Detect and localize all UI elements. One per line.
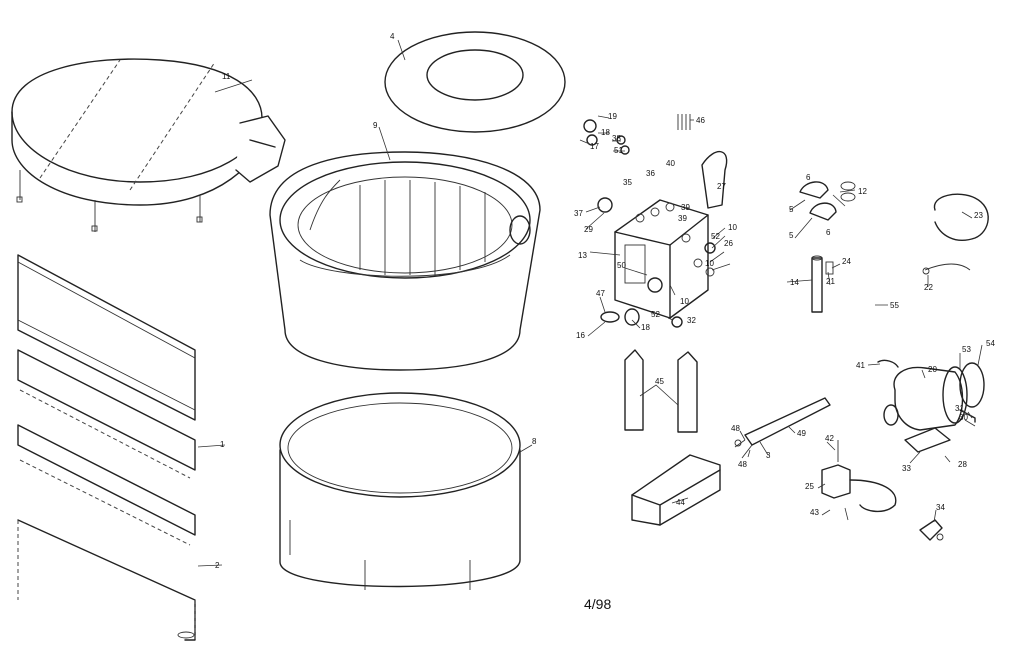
callout-22: 22 [924,283,933,292]
callout-34: 34 [936,503,945,512]
callout-4: 4 [390,32,395,41]
callout-41: 41 [856,361,865,370]
callout-38: 38 [612,134,621,143]
callout-53: 53 [962,345,971,354]
spa-cover [11,58,286,232]
callout-42: 42 [825,434,834,443]
spa-shell [269,151,541,371]
callout-32: 32 [687,316,696,325]
callout-10c: 10 [680,297,689,306]
callout-31: 31 [955,404,964,413]
callout-11: 11 [222,72,231,81]
callout-21: 21 [826,277,835,286]
callout-14: 14 [790,278,799,287]
callout-45: 45 [655,377,664,386]
callout-17: 17 [590,142,599,151]
callout-13: 13 [578,251,587,260]
callout-2: 2 [215,561,220,570]
callout-30: 30 [959,413,968,422]
callout-44: 44 [676,498,685,507]
callout-28: 28 [958,460,967,469]
callout-24: 24 [842,257,851,266]
callout-23: 23 [974,211,983,220]
callout-48a: 48 [731,424,740,433]
callout-9: 9 [373,121,378,130]
callout-48b: 48 [738,460,747,469]
suction-pipe [811,255,834,313]
wire-clips [919,519,944,541]
callout-49: 49 [797,429,806,438]
callout-19: 19 [608,112,617,121]
callout-6a: 6 [806,173,811,182]
sensor-cable [922,193,989,275]
mount-bracket [631,454,721,526]
callout-29: 29 [584,225,593,234]
callout-26: 26 [724,239,733,248]
transformer [821,440,897,513]
callout-50: 50 [617,261,626,270]
jet-fittings [799,181,856,221]
callout-46: 46 [696,116,705,125]
callout-39b: 39 [678,214,687,223]
callout-35: 35 [623,178,632,187]
callout-6b: 6 [826,228,831,237]
callout-40: 40 [666,159,675,168]
callout-25: 25 [805,482,814,491]
callout-12: 12 [858,187,867,196]
heater-element [734,397,831,459]
callout-1: 1 [220,440,225,449]
callout-27: 27 [717,182,726,191]
callout-5b: 5 [789,231,794,240]
callout-8: 8 [532,437,537,446]
side-panel-set [17,254,226,546]
callout-10a: 10 [728,223,737,232]
callout-labels: 11 4 9 1 2 8 19 18 17 38 51 46 40 36 35 … [215,32,995,570]
callout-39a: 39 [681,203,690,212]
callout-16: 16 [576,331,585,340]
callout-54: 54 [986,339,995,348]
base-tub [279,392,521,590]
skirt-panel [17,519,223,641]
callout-37: 37 [574,209,583,218]
heater-brackets [624,349,698,433]
callout-18: 18 [601,128,610,137]
callout-52b: 52 [651,310,660,319]
callout-5a: 5 [789,205,794,214]
callout-10b: 10 [705,259,714,268]
date-code: 4/98 [584,596,611,612]
callout-47: 47 [596,289,605,298]
pump-motor [877,359,985,453]
callout-3: 3 [766,451,771,460]
callout-18b: 18 [641,323,650,332]
callout-43: 43 [810,508,819,517]
cover-ring [384,31,566,133]
callout-36: 36 [646,169,655,178]
callout-33: 33 [902,464,911,473]
callout-55: 55 [890,301,899,310]
callout-52a: 52 [711,232,720,241]
control-box [583,114,728,328]
callout-20: 20 [928,365,937,374]
callout-51: 51 [614,146,623,155]
leader-lines [214,39,983,523]
